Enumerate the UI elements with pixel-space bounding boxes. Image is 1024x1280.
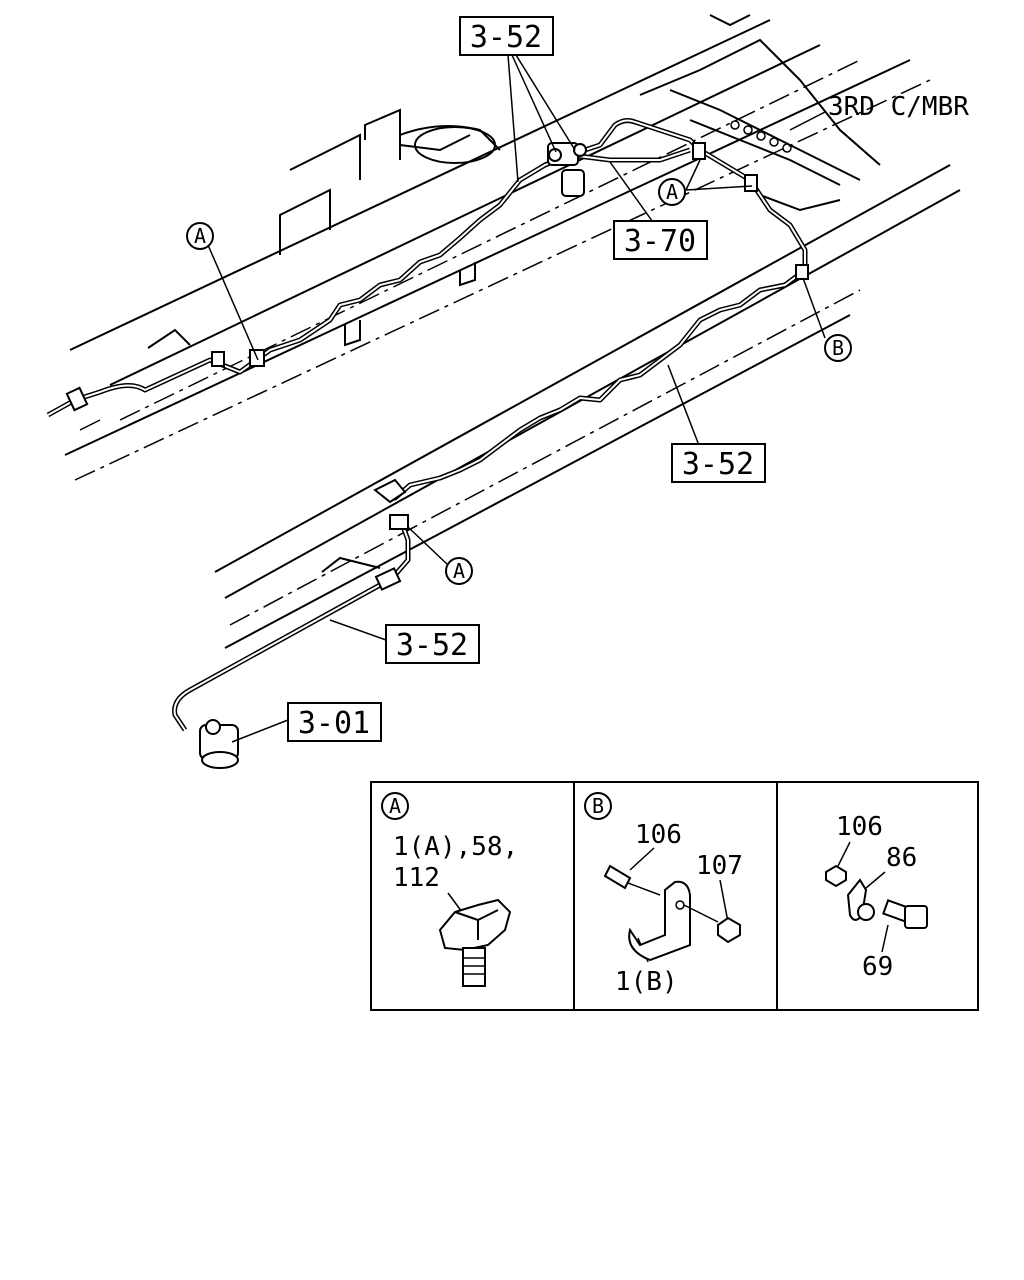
- marker-a-3: A: [445, 557, 473, 585]
- svg-text:A: A: [453, 559, 465, 583]
- detail-panel-c: 106 86 69: [825, 812, 928, 982]
- svg-text:B: B: [832, 336, 844, 360]
- brake-pipe-lower: [172, 517, 411, 732]
- brake-pipe-upper: [46, 118, 808, 501]
- callout-3-52-lower: 3-52: [385, 624, 480, 664]
- wheel-cylinder: [199, 719, 239, 769]
- panel-c-106: 106: [836, 812, 883, 842]
- marker-b-1: B: [824, 334, 852, 362]
- detail-panel-b: B 106 107 1(B): [584, 792, 743, 997]
- panel-c-86: 86: [886, 843, 917, 873]
- callout-3-01-text: 3-01: [298, 706, 370, 741]
- panel-b-marker: B: [592, 794, 604, 818]
- tank-and-brackets: [79, 108, 501, 431]
- clamp-part-c: [825, 864, 928, 929]
- panel-b-106: 106: [635, 820, 682, 850]
- panel-a-line1: 1(A),58,: [393, 832, 518, 862]
- marker-a-2: A: [658, 178, 686, 206]
- pipe-clips: [65, 142, 809, 591]
- callout-3-52-mid: 3-52: [671, 443, 766, 483]
- callout-3-52-top: 3-52: [459, 16, 554, 56]
- panel-a-marker: A: [389, 794, 401, 818]
- callout-3-52-lower-text: 3-52: [396, 628, 468, 663]
- bracket-part-b: [603, 864, 741, 962]
- clip-part-a: [438, 898, 512, 987]
- panel-b-107: 107: [696, 851, 743, 881]
- callout-3-52-top-text: 3-52: [470, 20, 542, 55]
- marker-a-1: A: [186, 222, 214, 250]
- callout-3-01: 3-01: [287, 702, 382, 742]
- svg-text:A: A: [194, 224, 206, 248]
- panel-a-line2: 112: [393, 863, 440, 893]
- member-label: 3RD C/MBR: [828, 92, 969, 122]
- frame-rails: [64, 19, 961, 649]
- detail-panel-a: A 1(A),58, 112: [381, 792, 518, 987]
- panel-b-1b: 1(B): [615, 967, 678, 997]
- callout-3-52-mid-text: 3-52: [682, 447, 754, 482]
- member-holes: [730, 120, 792, 153]
- callout-3-70: 3-70: [613, 220, 708, 260]
- cross-member: [639, 14, 881, 212]
- svg-text:A: A: [666, 180, 678, 204]
- panel-c-69: 69: [862, 952, 893, 982]
- detail-table: A 1(A),58, 112 B 106 107 1(B): [370, 781, 979, 1011]
- leader-lines: [207, 54, 826, 743]
- callout-3-70-text: 3-70: [624, 224, 696, 259]
